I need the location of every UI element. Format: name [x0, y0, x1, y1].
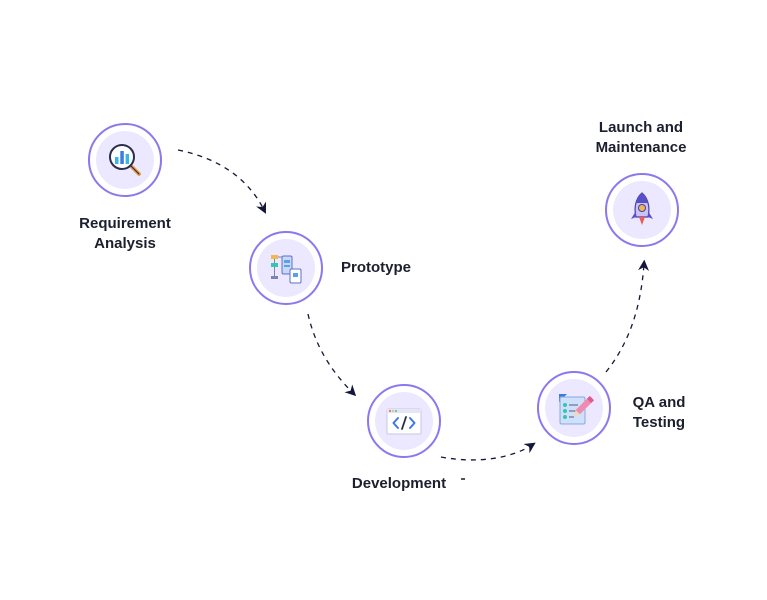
label-line: Maintenance: [595, 139, 687, 156]
code-window-icon: [386, 408, 422, 435]
stage-launch-maintenance-label: Launch and Maintenance: [585, 118, 697, 158]
rocket-icon: [631, 192, 653, 225]
stage-requirement-analysis-node: [88, 123, 162, 197]
stage-prototype-node: [249, 231, 323, 305]
stage-prototype-label: Prototype: [334, 258, 418, 278]
checklist-pencil-icon: [559, 394, 594, 425]
stage-qa-testing-node: [537, 371, 611, 445]
label-line: Analysis: [94, 235, 156, 252]
label-line: Requirement: [79, 215, 171, 232]
label-line: Launch and: [598, 119, 684, 136]
label-line: QA and: [632, 394, 686, 411]
stage-launch-maintenance-node: [605, 173, 679, 247]
stray-dash: [461, 478, 465, 480]
label-line: Testing: [632, 414, 686, 431]
stage-qa-testing-label: QA and Testing: [623, 393, 695, 433]
stage-development-node: [367, 384, 441, 458]
arrow-qa-to-launch: [605, 259, 650, 373]
arrow-development-to-qa: [440, 442, 536, 461]
arrow-analysis-to-prototype: [177, 149, 266, 214]
label-line: Prototype: [340, 259, 411, 276]
label-line: Development: [351, 475, 447, 492]
stage-requirement-analysis-label: Requirement Analysis: [68, 214, 182, 254]
flowchart-devices-icon: [271, 255, 302, 284]
stage-development-label: Development: [344, 474, 454, 494]
magnifier-chart-icon: [109, 144, 141, 176]
arrow-prototype-to-development: [307, 313, 357, 397]
